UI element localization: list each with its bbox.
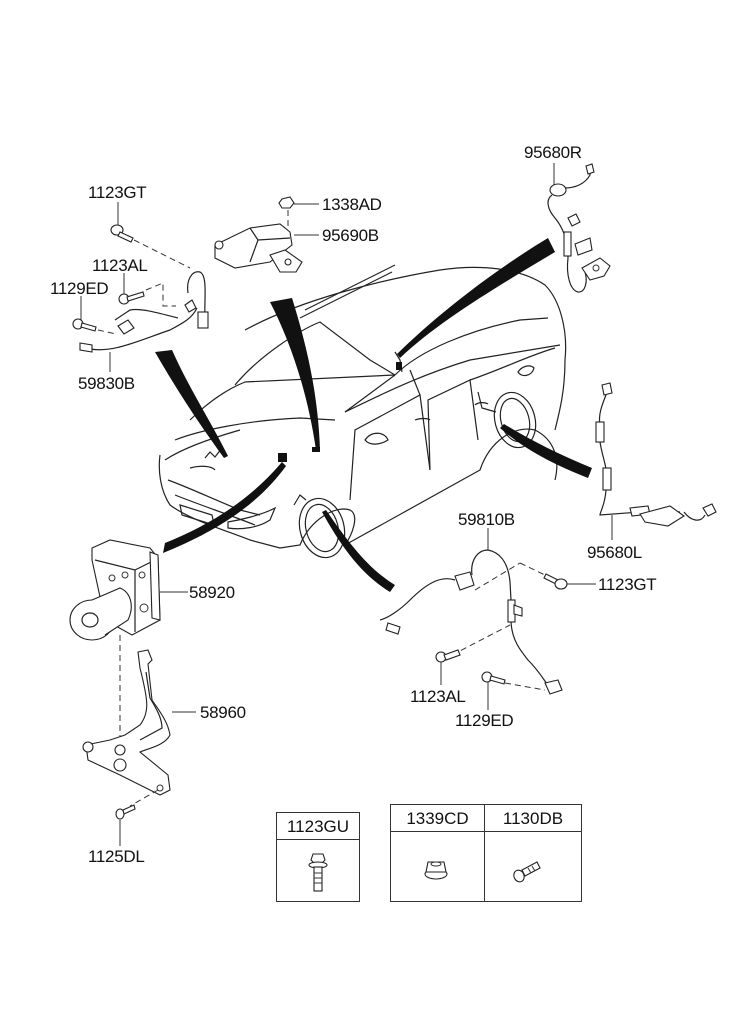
- abs-unit-58920: [69, 539, 186, 748]
- fastener-table-1123gu: 1123GU: [276, 812, 360, 902]
- callout-1338ad: 1338AD: [322, 195, 382, 214]
- front-right-sensor-group: [379, 528, 596, 710]
- callout-1125dl: 1125DL: [88, 847, 145, 866]
- front-left-sensor-group: [72, 202, 209, 372]
- bolt-1129ed-left: [72, 318, 97, 332]
- fastener-code: 1123GU: [277, 813, 359, 840]
- short-bolt-icon: [485, 832, 581, 901]
- fastener-cell: 1130DB: [485, 805, 581, 901]
- rear-sensor-95680l: [595, 382, 717, 540]
- callout-1129ed-left: 1129ED: [50, 279, 109, 298]
- module-95690b: [214, 196, 319, 273]
- flange-nut-icon: [391, 832, 484, 901]
- callout-1123al-left: 1123AL: [92, 256, 148, 275]
- fastener-cell: 1123GU: [277, 813, 359, 901]
- callout-1123gt-right: 1123GT: [598, 575, 657, 594]
- bolt-1123al-right: [435, 649, 461, 663]
- callout-58960: 58960: [200, 703, 246, 722]
- callout-1123gt-left: 1123GT: [88, 183, 147, 202]
- bolt-1123gt-right: [543, 573, 568, 590]
- bolt-1129ed-right: [481, 671, 506, 685]
- callout-1123al-right: 1123AL: [410, 687, 466, 706]
- rear-sensor-95680r: [547, 163, 611, 293]
- flange-bolt-icon: [277, 840, 359, 901]
- callout-59810b: 59810B: [458, 510, 515, 529]
- callout-95680r: 95680R: [524, 143, 582, 162]
- callout-58920: 58920: [189, 583, 235, 602]
- fastener-table-pair: 1339CD 1130DB: [390, 804, 582, 902]
- fastener-code: 1130DB: [485, 805, 581, 832]
- callout-59830b: 59830B: [78, 374, 135, 393]
- leader-wedges: [155, 238, 592, 592]
- bolt-1123gt-left: [110, 224, 134, 243]
- callout-1129ed-right: 1129ED: [455, 711, 514, 730]
- bolt-1125dl: [115, 804, 136, 846]
- callout-95690b: 95690B: [322, 226, 379, 245]
- bolt-1123al-left: [118, 291, 145, 305]
- fastener-cell: 1339CD: [391, 805, 485, 901]
- fastener-code: 1339CD: [391, 805, 484, 832]
- bracket-58960: [82, 649, 196, 807]
- callout-95680l: 95680L: [587, 543, 642, 562]
